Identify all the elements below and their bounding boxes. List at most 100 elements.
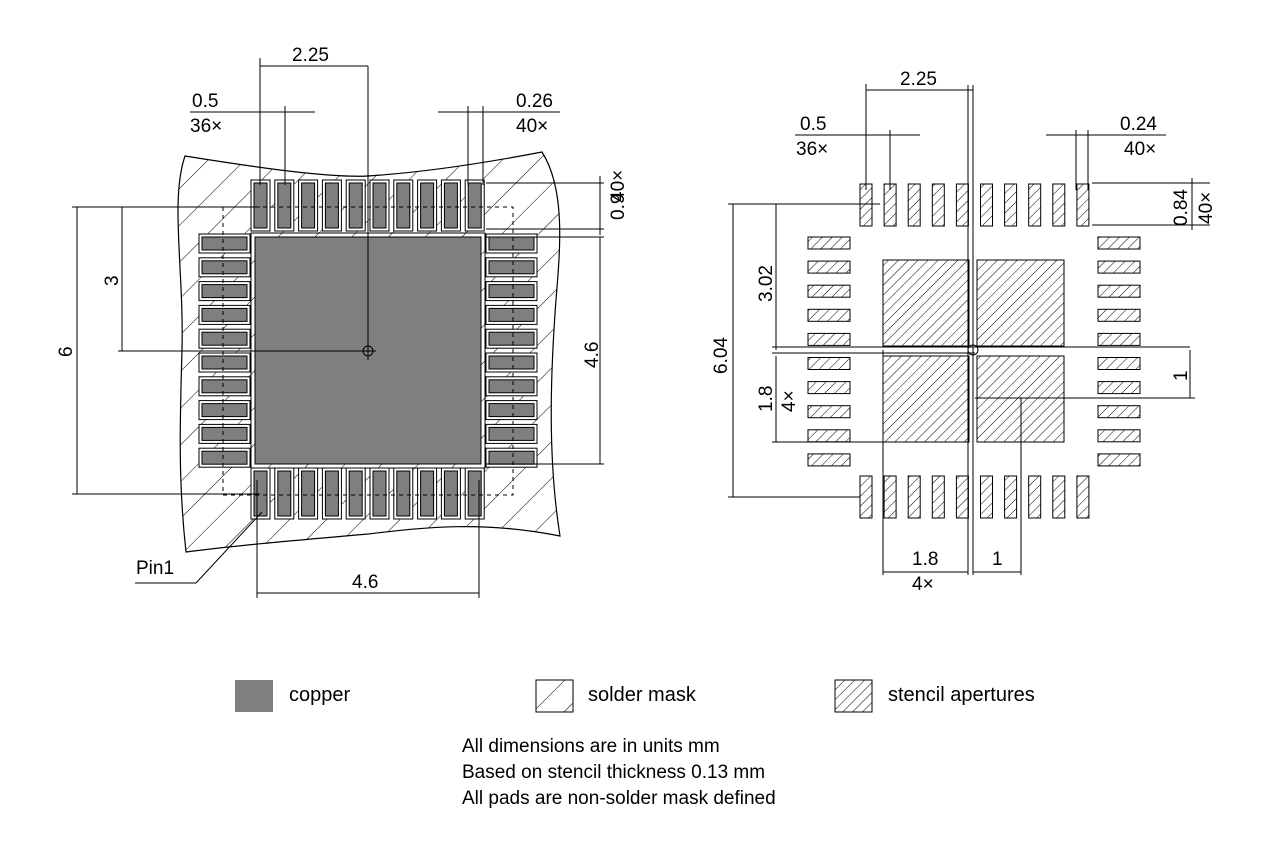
legend-solder-mask-swatch bbox=[535, 679, 574, 713]
copper-pad bbox=[417, 179, 438, 232]
dim-pad-width-value: 0.26 bbox=[516, 91, 553, 112]
stencil-aperture bbox=[807, 453, 851, 467]
center-aperture bbox=[882, 259, 970, 347]
copper-pad bbox=[440, 179, 461, 232]
copper-pad bbox=[393, 179, 414, 232]
copper-pad bbox=[464, 179, 485, 232]
legend-copper-swatch bbox=[235, 680, 273, 712]
center-aperture bbox=[976, 259, 1065, 347]
copper-pad bbox=[274, 179, 295, 232]
dim-half-height: 3 bbox=[102, 275, 123, 286]
dim-pitch-value: 0.5 bbox=[192, 91, 218, 112]
copper-pad bbox=[198, 400, 251, 421]
center-mark bbox=[967, 344, 979, 356]
dim-full-height: 6.04 bbox=[711, 337, 732, 374]
dim-aperture-length-count: 40× bbox=[1196, 192, 1217, 224]
stencil-aperture bbox=[1097, 284, 1141, 298]
copper-pad bbox=[198, 376, 251, 397]
copper-pad bbox=[250, 179, 271, 232]
stencil-aperture bbox=[907, 475, 921, 519]
stencil-aperture bbox=[907, 183, 921, 227]
stencil-aperture bbox=[807, 284, 851, 298]
dim-aperture-width-count: 40× bbox=[1124, 139, 1156, 160]
dim-pad-length-value: 0.9 bbox=[608, 194, 629, 220]
copper-pad bbox=[298, 179, 319, 232]
copper-pad bbox=[485, 376, 538, 397]
legend-stencil-label: stencil apertures bbox=[888, 684, 1035, 706]
dim-aperture-block-count: 4× bbox=[779, 390, 800, 412]
stencil-aperture bbox=[955, 183, 969, 227]
copper-pad bbox=[485, 281, 538, 302]
copper-pad bbox=[440, 467, 461, 520]
center-aperture bbox=[882, 355, 970, 443]
stencil-aperture bbox=[859, 183, 873, 227]
dim-pitch-value: 0.5 bbox=[800, 114, 826, 135]
stencil-aperture bbox=[807, 381, 851, 395]
copper-pad bbox=[417, 467, 438, 520]
copper-pad bbox=[198, 257, 251, 278]
copper-pad bbox=[321, 179, 342, 232]
copper-pad bbox=[345, 467, 366, 520]
stencil-aperture bbox=[1076, 183, 1090, 227]
copper-pad bbox=[198, 352, 251, 373]
copper-pad bbox=[485, 352, 538, 373]
stencil-aperture bbox=[1097, 332, 1141, 346]
stencil-aperture bbox=[1004, 183, 1018, 227]
stencil-aperture bbox=[807, 405, 851, 419]
copper-pad bbox=[198, 447, 251, 468]
stencil-aperture bbox=[1076, 475, 1090, 519]
stencil-view: 2.25 0.5 36× 0.24 40× 0.84 40× 1 6.04 3.… bbox=[711, 69, 1217, 595]
copper-pad bbox=[485, 257, 538, 278]
dim-pad-length-count: 40× bbox=[608, 170, 629, 202]
copper-pad bbox=[274, 467, 295, 520]
note-line: All dimensions are in units mm bbox=[462, 736, 720, 757]
stencil-aperture bbox=[807, 308, 851, 322]
dim-bottom-block-count: 4× bbox=[912, 574, 934, 595]
stencil-aperture bbox=[807, 357, 851, 370]
copper-pad bbox=[198, 233, 251, 254]
stencil-aperture bbox=[1028, 183, 1042, 227]
land-pattern-view: 2.25 0.5 36× 0.26 40× 0.9 40× 4.6 6 3 4.… bbox=[56, 45, 629, 598]
stencil-aperture bbox=[807, 260, 851, 274]
dim-pitch-count: 36× bbox=[796, 139, 828, 160]
stencil-aperture bbox=[1097, 357, 1141, 370]
dim-top-span: 2.25 bbox=[292, 45, 329, 66]
stencil-aperture bbox=[1097, 260, 1141, 274]
stencil-aperture bbox=[955, 475, 969, 519]
dim-pad-exposed-height: 4.6 bbox=[582, 342, 603, 368]
dim-bottom-block-value: 1.8 bbox=[912, 549, 938, 570]
stencil-aperture bbox=[859, 475, 873, 519]
stencil-aperture bbox=[1097, 429, 1141, 443]
notes: All dimensions are in units mm Based on … bbox=[462, 734, 776, 812]
stencil-aperture bbox=[980, 183, 993, 227]
copper-pad bbox=[485, 304, 538, 325]
stencil-aperture bbox=[931, 183, 945, 227]
stencil-aperture bbox=[1097, 236, 1141, 250]
copper-pad bbox=[198, 423, 251, 444]
dim-aperture-length-value: 0.84 bbox=[1171, 189, 1192, 226]
dim-pad-exposed-width: 4.6 bbox=[352, 572, 378, 593]
stencil-aperture bbox=[1097, 405, 1141, 419]
stencil-aperture bbox=[1097, 308, 1141, 322]
legend-solder-mask-label: solder mask bbox=[588, 684, 697, 706]
copper-pad bbox=[345, 179, 366, 232]
dim-aperture-width-value: 0.24 bbox=[1120, 114, 1157, 135]
stencil-aperture bbox=[807, 429, 851, 443]
dim-top-span: 2.25 bbox=[900, 69, 937, 90]
stencil-aperture bbox=[931, 475, 945, 519]
dim-aperture-block-value: 1.8 bbox=[756, 386, 777, 412]
copper-pad bbox=[485, 423, 538, 444]
stencil-aperture bbox=[807, 236, 851, 250]
dim-gap: 1 bbox=[1171, 370, 1192, 381]
copper-pad bbox=[298, 467, 319, 520]
copper-pad bbox=[485, 328, 538, 349]
copper-pad bbox=[321, 467, 342, 520]
stencil-aperture bbox=[883, 183, 897, 227]
copper-pad bbox=[464, 467, 485, 520]
stencil-aperture bbox=[1097, 381, 1141, 395]
legend-copper-label: copper bbox=[289, 684, 350, 706]
stencil-aperture bbox=[1004, 475, 1018, 519]
copper-pad bbox=[198, 281, 251, 302]
note-line: Based on stencil thickness 0.13 mm bbox=[462, 762, 766, 783]
